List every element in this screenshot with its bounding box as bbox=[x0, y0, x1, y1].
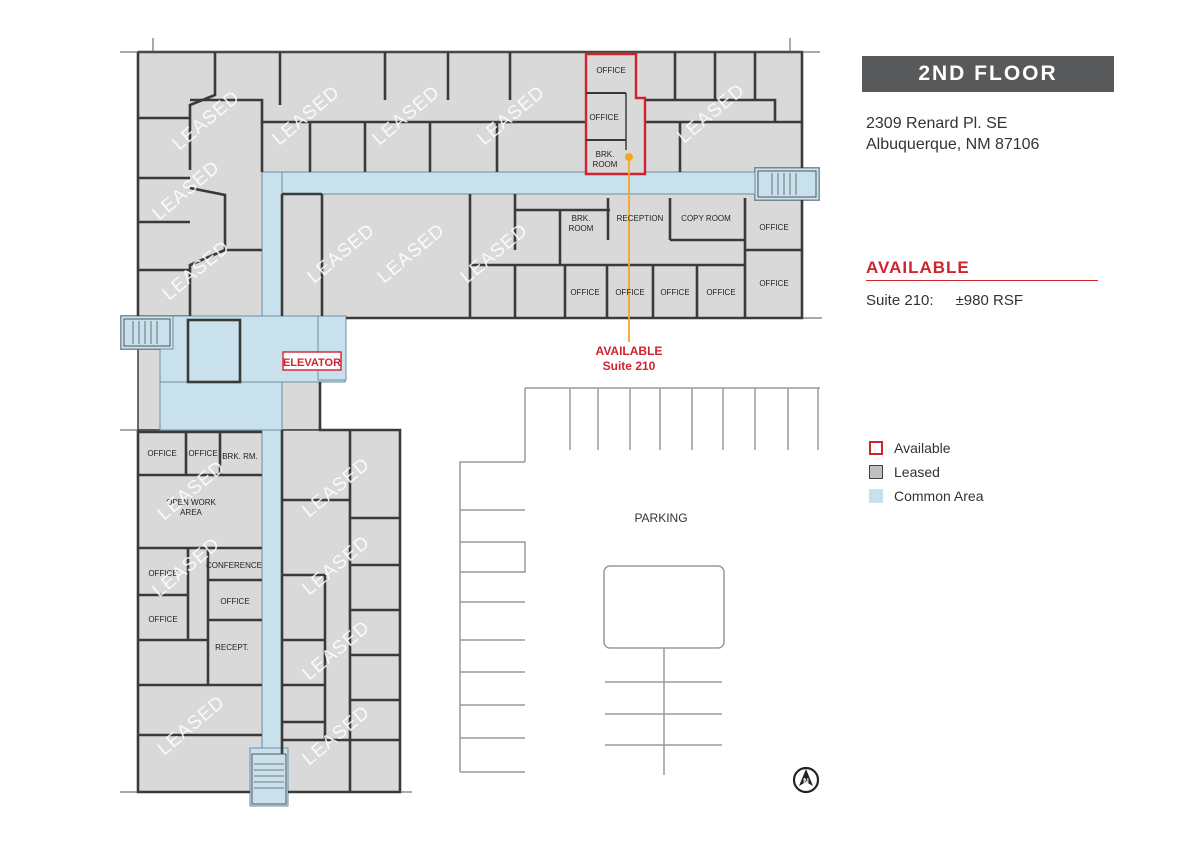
address-line-2: Albuquerque, NM 87106 bbox=[866, 136, 1040, 153]
suite-210-callout: AVAILABLE Suite 210 bbox=[596, 153, 663, 373]
suite-availability-line: Suite 210: ±980 RSF bbox=[866, 292, 1023, 309]
room-label: CONFERENCE bbox=[206, 561, 262, 570]
exterior-walls bbox=[120, 38, 822, 794]
legend-item-available: Available bbox=[869, 436, 983, 460]
north-arrow-icon: N bbox=[792, 766, 820, 794]
legend-label: Common Area bbox=[894, 488, 984, 504]
room-label: OFFICE bbox=[220, 597, 249, 606]
room-label: BRK. bbox=[596, 150, 615, 159]
parking-label: PARKING bbox=[634, 511, 687, 525]
room-label: ROOM bbox=[569, 224, 594, 233]
stair-south bbox=[251, 753, 287, 805]
room-label: OFFICE bbox=[147, 449, 176, 458]
room-label: RECEPTION bbox=[617, 214, 664, 223]
legend-item-leased: Leased bbox=[869, 460, 983, 484]
suite-size: ±980 RSF bbox=[955, 292, 1023, 309]
room-label: OFFICE bbox=[596, 66, 625, 75]
address-line-1: 2309 Renard Pl. SE bbox=[866, 115, 1008, 132]
room-label: OFFICE bbox=[759, 279, 788, 288]
legend: Available Leased Common Area bbox=[869, 436, 983, 508]
room-label: OPEN WORK bbox=[166, 498, 216, 507]
interior-walls-north bbox=[138, 52, 802, 316]
common-swatch-icon bbox=[869, 489, 883, 503]
elevator-label: ELEVATOR bbox=[283, 357, 341, 369]
room-label: OFFICE bbox=[148, 615, 177, 624]
room-label: AREA bbox=[180, 508, 202, 517]
suite-210-available[interactable] bbox=[584, 52, 647, 176]
room-label: OFFICE bbox=[615, 288, 644, 297]
room-label: ROOM bbox=[593, 160, 618, 169]
room-label: OFFICE bbox=[589, 113, 618, 122]
stairs bbox=[123, 170, 817, 805]
room-label: BRK. bbox=[572, 214, 591, 223]
room-label: OFFICE bbox=[570, 288, 599, 297]
leased-swatch-icon bbox=[869, 465, 883, 479]
availability-title: AVAILABLE bbox=[866, 258, 1098, 281]
room-label: COPY ROOM bbox=[681, 214, 731, 223]
available-swatch-icon bbox=[869, 441, 883, 455]
elevator: ELEVATOR bbox=[282, 351, 342, 371]
room-labels: OFFICE OFFICE BRK. ROOM BRK. ROOM RECEPT… bbox=[147, 66, 788, 652]
stair-east bbox=[757, 170, 817, 198]
room-label: BRK. RM. bbox=[222, 452, 258, 461]
legend-label: Available bbox=[894, 440, 951, 456]
interior-walls-south bbox=[138, 318, 400, 792]
north-symbol: N bbox=[803, 777, 809, 786]
address-block: 2309 Renard Pl. SE Albuquerque, NM 87106 bbox=[866, 113, 1039, 155]
room-label: OFFICE bbox=[706, 288, 735, 297]
legend-item-common: Common Area bbox=[869, 484, 983, 508]
callout-suite: Suite 210 bbox=[603, 359, 656, 373]
interior-walls-east bbox=[282, 192, 802, 318]
room-label: OFFICE bbox=[148, 569, 177, 578]
room-label: RECEPT. bbox=[215, 643, 249, 652]
room-label: OFFICE bbox=[188, 449, 217, 458]
callout-available: AVAILABLE bbox=[596, 344, 663, 358]
room-label: OFFICE bbox=[759, 223, 788, 232]
floor-title: 2ND FLOOR bbox=[862, 56, 1114, 92]
parking-lot: PARKING bbox=[459, 387, 820, 775]
stair-west bbox=[123, 318, 171, 347]
legend-label: Leased bbox=[894, 464, 940, 480]
suite-label: Suite 210: bbox=[866, 292, 934, 309]
room-label: OFFICE bbox=[660, 288, 689, 297]
